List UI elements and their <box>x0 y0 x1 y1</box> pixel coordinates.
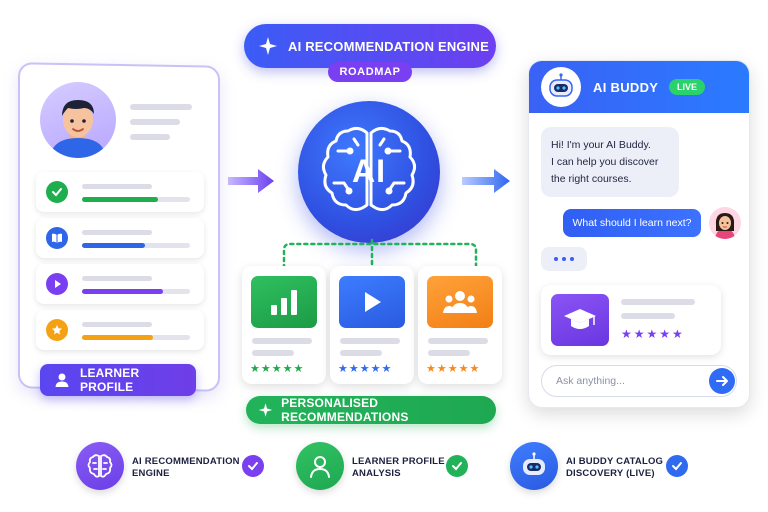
group-icon <box>427 276 493 328</box>
user-message-bubble: What should I learn next? <box>563 209 701 237</box>
connector-lines <box>282 238 478 270</box>
sparkle-icon <box>258 403 273 417</box>
learner-profile-text: LEARNER PROFILE <box>79 366 140 394</box>
star-icon <box>46 319 68 341</box>
progress-row <box>36 264 204 304</box>
arrow-right-icon <box>462 169 510 193</box>
send-icon <box>716 376 728 386</box>
ai-brain-circle: AI <box>298 101 440 243</box>
learner-profile-label: LEARNER PROFILE <box>40 364 196 396</box>
chat-input[interactable]: Ask anything... <box>541 365 737 397</box>
rating-stars: ★★★★★ <box>426 363 481 375</box>
engine-title-pill: AI RECOMMENDATION ENGINE <box>244 24 496 68</box>
user-avatar <box>709 207 741 239</box>
person-feature-icon <box>296 442 344 490</box>
course-suggestion-card[interactable]: ★★★★★ <box>541 285 721 355</box>
progress-bar <box>82 197 158 202</box>
feature-label: AI BUDDY CATALOG DISCOVERY (LIVE) <box>566 456 664 479</box>
book-icon <box>46 227 68 249</box>
profile-name-line <box>130 104 192 110</box>
engine-title: AI RECOMMENDATION ENGINE <box>288 38 490 54</box>
feature-label: LEARNER PROFILE ANALYSIS <box>352 456 445 479</box>
play-icon <box>46 273 68 295</box>
bar-chart-icon <box>251 276 317 328</box>
check-icon <box>446 455 468 477</box>
bot-message-bubble: Hi! I'm your AI Buddy. I can help you di… <box>541 127 679 197</box>
person-icon <box>310 456 330 478</box>
robot-icon <box>523 452 545 475</box>
robot-feature-icon <box>510 442 558 490</box>
play-icon <box>339 276 405 328</box>
progress-row <box>36 218 204 258</box>
learner-avatar <box>40 82 116 158</box>
progress-bar <box>82 243 145 248</box>
robot-icon <box>549 73 573 97</box>
bot-avatar <box>541 67 581 107</box>
recommendation-card[interactable]: ★★★★★ <box>330 266 414 384</box>
user-avatar-icon <box>715 213 735 239</box>
chat-header: AI BUDDY LIVE <box>529 61 749 113</box>
check-icon <box>46 181 68 203</box>
roadmap-badge: ROADMAP <box>328 62 412 82</box>
rating-stars: ★★★★★ <box>250 363 305 375</box>
profile-detail-line <box>130 134 170 140</box>
progress-bar <box>82 289 163 294</box>
profile-detail-line <box>130 119 180 125</box>
ai-buddy-chat-panel: AI BUDDY LIVE Hi! I'm your AI Buddy. I c… <box>528 60 750 408</box>
recommendation-card[interactable]: ★★★★★ <box>418 266 502 384</box>
recommendation-card[interactable]: ★★★★★ <box>242 266 326 384</box>
arrow-right-icon <box>228 169 274 193</box>
check-icon <box>666 455 688 477</box>
personalised-recommendations-text: PERSONALISED RECOMMENDATIONS <box>281 396 409 424</box>
brain-icon <box>321 126 417 212</box>
progress-bar <box>82 335 154 340</box>
rating-stars: ★★★★★ <box>338 363 393 375</box>
personalised-recommendations-label: PERSONALISED RECOMMENDATIONS <box>246 396 496 424</box>
live-badge: LIVE <box>669 79 705 95</box>
ai-label: AI <box>352 153 386 189</box>
brain-feature-icon <box>76 442 124 490</box>
typing-indicator <box>541 247 587 271</box>
brain-icon <box>87 454 113 478</box>
chat-title: AI BUDDY <box>593 80 659 95</box>
rating-stars: ★★★★★ <box>621 327 685 341</box>
graduation-cap-icon <box>551 294 609 346</box>
sparkle-icon <box>259 37 277 55</box>
learner-avatar-icon <box>50 100 106 158</box>
person-icon <box>55 373 69 387</box>
send-button[interactable] <box>709 368 735 394</box>
progress-row <box>36 310 204 350</box>
progress-row <box>36 172 204 212</box>
check-icon <box>242 455 264 477</box>
feature-label: AI RECOMMENDATION ENGINE <box>132 456 240 479</box>
